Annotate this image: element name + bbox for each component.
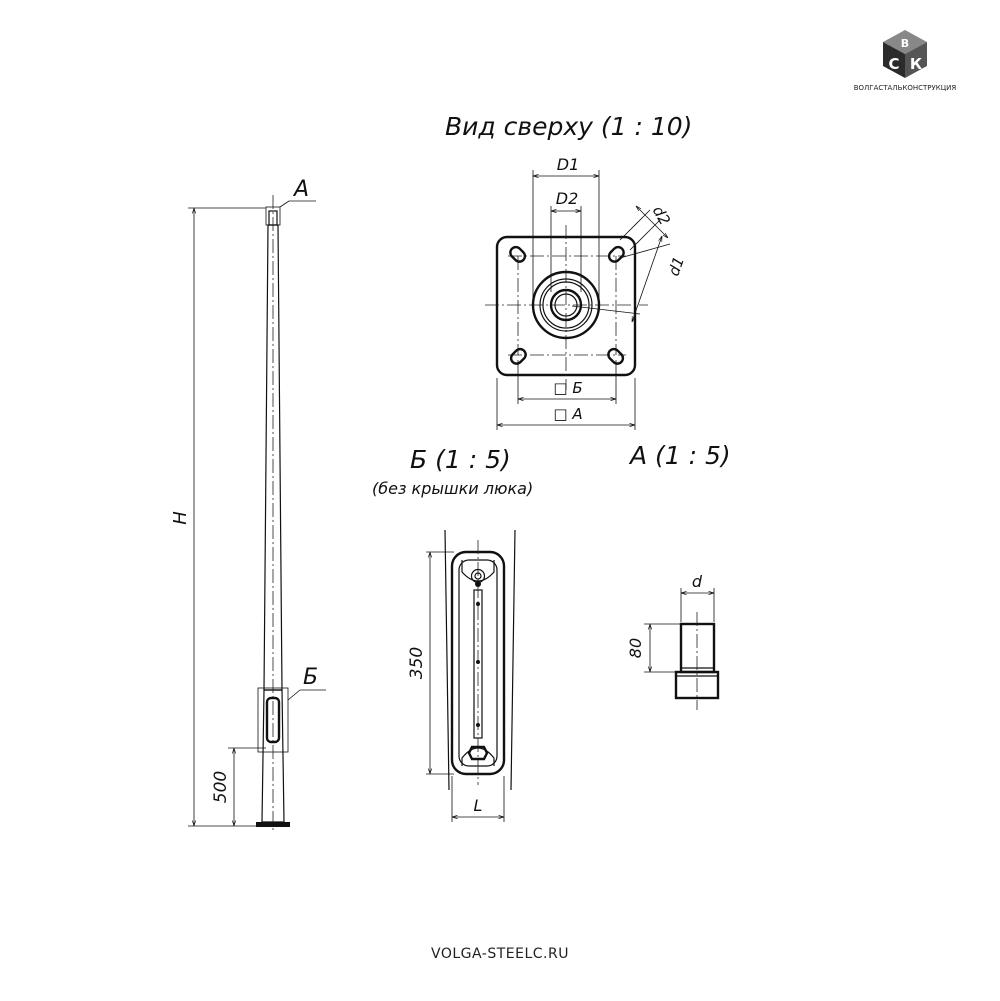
hatch-bottom-nut [467,745,489,761]
detail-a-title: А (1 : 5) [628,441,731,470]
pole-side-view: А Б H 500 [170,177,326,830]
logo-letter-v: В [901,37,909,50]
flange-top-view: D1 D2 d2 d1 □ Б □ А [485,155,688,430]
tip-length-label: 80 [626,638,645,658]
logo-cube-icon: В С К [883,30,927,78]
d2-small-dimension-line [636,206,668,238]
d1-small-dimension-line [632,236,662,322]
mark-b-label: Б [303,665,318,690]
pole-wall-right [510,529,516,791]
d2-small-label: d2 [649,203,674,229]
hatch-width-label: L [474,796,483,815]
hatch-rail [473,589,483,739]
tube-inner-bore [549,288,583,322]
height-label: H [170,511,191,525]
square-a-label: □ А [553,405,582,423]
tube-outer-ring [531,270,601,340]
bolt-slot [607,245,625,263]
logo-letter-k: К [910,55,923,73]
d1-small-label: d1 [665,254,688,278]
company-logo: В С К ВОЛГАСТАЛЬКОНСТРУКЦИЯ [854,30,957,92]
square-b-label: □ Б [553,379,582,397]
logo-letter-s: С [888,55,899,73]
hatch-length-label: 350 [407,647,427,679]
pole-wall-left [444,529,450,791]
hatch-offset-label: 500 [211,771,231,803]
hatch-detail-marker [257,687,289,753]
d2-top-label: D2 [556,189,579,208]
mark-a-label: А [292,177,309,202]
bolt-slot [607,347,625,365]
detail-b-note: (без крышки люка) [372,479,533,498]
pole-base-plate [256,822,290,827]
bolt-slot [509,245,527,263]
top-view-title: Вид сверху (1 : 10) [445,112,692,141]
d1-top-label: D1 [557,155,580,174]
tip-detail-view: d 80 [626,572,720,710]
tip-sleeve [674,670,720,700]
detail-b-title: Б (1 : 5) [410,445,511,474]
hatch-opening [265,696,281,744]
hatch-detail-view: 350 L [407,529,516,822]
tip-diameter-label: d [692,572,703,591]
company-name: ВОЛГАСТАЛЬКОНСТРУКЦИЯ [854,84,957,92]
website-url: VOLGA-STEELC.RU [431,946,569,962]
bolt-slot [509,347,527,365]
tip-pin [679,622,716,674]
